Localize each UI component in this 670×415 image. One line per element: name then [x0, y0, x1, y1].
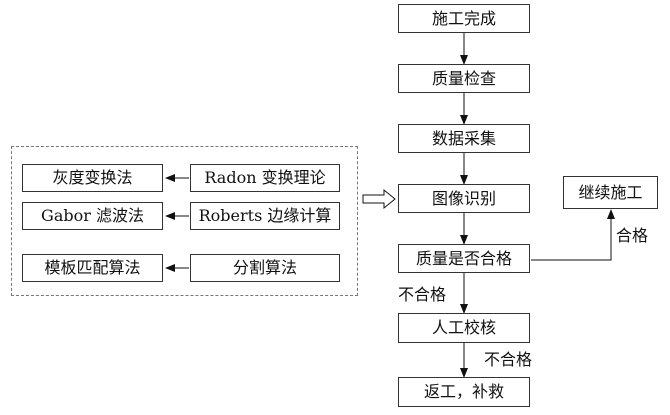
box-manual-check: 人工校核 [398, 313, 530, 343]
label-fail-2: 不合格 [484, 350, 533, 369]
box-construction-done: 施工完成 [398, 4, 530, 33]
box-rework: 返工，补救 [398, 377, 530, 407]
methods-container [11, 146, 358, 296]
box-template-match: 模板匹配算法 [22, 254, 163, 282]
box-segmentation: 分割算法 [190, 254, 340, 282]
box-data-collection: 数据采集 [398, 124, 530, 153]
box-roberts: Roberts 边缘计算 [190, 202, 340, 230]
hollow-arrow-to-recognition [362, 188, 396, 210]
box-continue-construction: 继续施工 [563, 176, 658, 209]
label-fail-1: 不合格 [398, 285, 447, 304]
box-gabor: Gabor 滤波法 [22, 202, 163, 230]
label-pass: 合格 [616, 226, 649, 245]
arrow-quality-to-continue [531, 209, 615, 261]
box-image-recognition: 图像识别 [398, 184, 530, 213]
box-radon: Radon 变换理论 [190, 164, 340, 192]
box-quality-pass: 质量是否合格 [398, 244, 530, 273]
box-gray-transform: 灰度变换法 [22, 164, 163, 192]
box-quality-check: 质量检查 [398, 64, 530, 93]
